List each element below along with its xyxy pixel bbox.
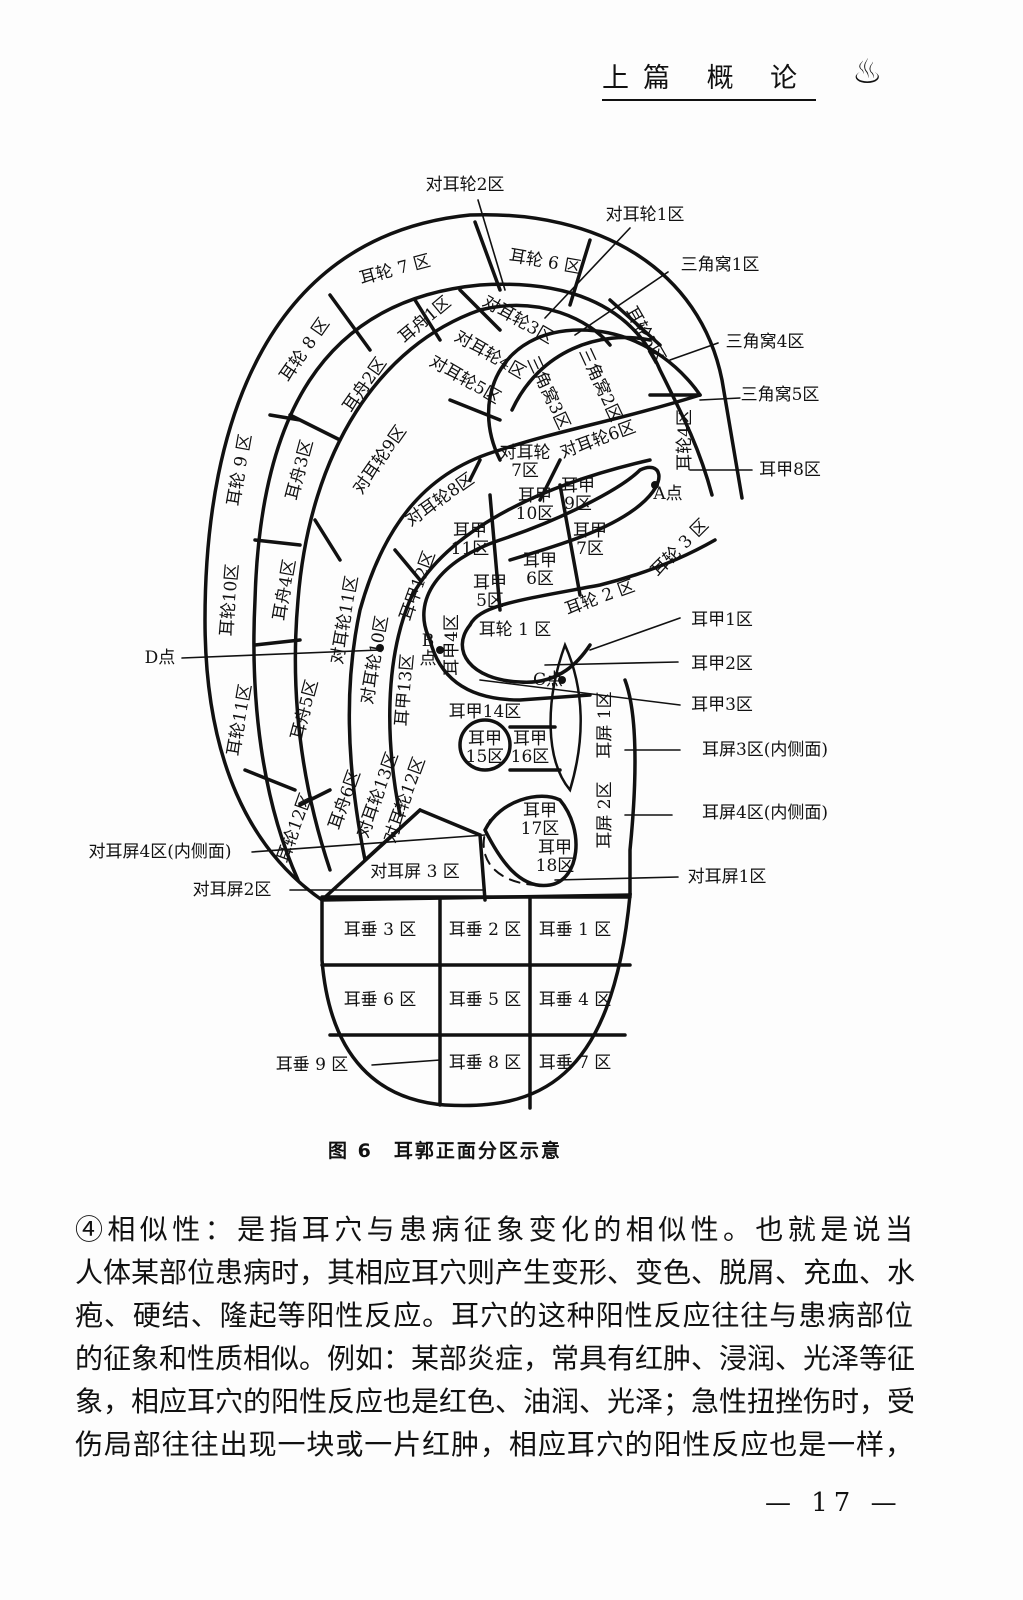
zone-label: 对耳轮 7区 — [499, 443, 551, 481]
callout-label: 对耳轮2区 — [425, 175, 505, 195]
body-line: 疱、硬结、隆起等阳性反应。耳穴的这种阳性反应往往与患病部位 — [75, 1299, 913, 1332]
figure-caption: 图 6 耳郭正面分区示意 — [328, 1140, 562, 1162]
zone-label: 耳垂 3 区 — [343, 920, 417, 940]
callout-label: 耳垂 9 区 — [275, 1055, 349, 1075]
zone-label: 耳甲 15区 — [465, 729, 505, 767]
callout-label: 耳甲1区 — [691, 610, 753, 630]
zone-label: 耳甲 9区 — [561, 476, 595, 514]
callout-label: 耳甲8区 — [759, 460, 821, 480]
zone-label: 耳甲 11区 — [450, 521, 490, 559]
zone-label: 耳垂 6 区 — [343, 990, 417, 1010]
zone-label: 耳垂 8 区 — [448, 1053, 522, 1073]
zone-label: 耳轮4区 — [675, 409, 695, 471]
callout-label: 耳屏3区(内侧面) — [701, 740, 829, 760]
callout-label: D点 — [144, 648, 176, 668]
zone-label: 耳甲4区 — [442, 614, 462, 676]
ear-outline — [203, 212, 744, 902]
antihelix-inner — [347, 393, 702, 862]
callout-label: 耳甲3区 — [691, 695, 753, 715]
zone-label: 耳甲 5区 — [473, 573, 507, 611]
hot-spring-icon: ♨ — [852, 52, 883, 92]
zone-label: 耳甲 16区 — [510, 729, 550, 767]
zone-label: 耳甲 10区 — [515, 486, 555, 524]
callout-label: 三角窝1区 — [680, 255, 760, 275]
body-line: 人体某部位患病时，其相应耳穴则产生变形、变色、脱屑、充血、水 — [75, 1256, 916, 1289]
callout-label: 对耳屏4区(内侧面) — [88, 842, 232, 862]
body-line: 伤局部往往出现一块或一片红肿，相应耳穴的阳性反应也是一样， — [75, 1428, 913, 1461]
earlobe — [320, 893, 632, 1108]
zone-label: 耳屏 1区 — [595, 691, 615, 759]
zone-label: 耳垂 2 区 — [448, 920, 522, 940]
callout-label: 三角窝5区 — [740, 385, 820, 405]
body-line: 象，相应耳穴的阳性反应也是红色、油润、光泽；急性扭挫伤时，受 — [75, 1385, 916, 1418]
running-header: 上篇 概 论 — [602, 56, 816, 101]
body-text: ④相似性：是指耳穴与患病征象变化的相似性。也就是说当 人体某部位患病时，其相应耳… — [75, 1208, 916, 1466]
zone-label: 耳轮 1 区 — [478, 620, 552, 640]
zone-label: 耳甲 18区 — [535, 838, 575, 876]
callout-label: 耳屏4区(内侧面) — [701, 803, 829, 823]
callout-label: 耳甲2区 — [691, 654, 753, 674]
helix-inner — [252, 282, 714, 882]
callout-label: 对耳屏2区 — [192, 880, 272, 900]
antihelix-outer — [293, 303, 612, 872]
callout-label: 对耳屏1区 — [687, 867, 767, 887]
body-line: 的征象和性质相似。例如：某部炎症，常具有红肿、浸润、光泽等征 — [75, 1342, 916, 1375]
zone-label: 耳垂 4 区 — [538, 990, 612, 1010]
callout-label: 三角窝4区 — [725, 332, 805, 352]
zone-label: C点 — [532, 670, 564, 690]
zone-label: 耳甲 17区 — [520, 801, 560, 839]
body-line: ④相似性：是指耳穴与患病征象变化的相似性。也就是说当 — [75, 1213, 913, 1246]
zone-label: 耳屏 2区 — [595, 781, 615, 849]
page-number: — 17 — — [765, 1488, 903, 1518]
zone-label: 耳甲 7区 — [573, 521, 607, 559]
callout-label: 对耳轮1区 — [605, 205, 685, 225]
zone-label: 耳甲14区 — [448, 702, 522, 722]
zone-label: 耳垂 5 区 — [448, 990, 522, 1010]
zone-label: B 点 — [419, 631, 437, 669]
zone-label: 对耳屏 3 区 — [370, 862, 460, 882]
zone-label: A点 — [653, 484, 683, 504]
zone-label: 耳垂 7 区 — [538, 1053, 612, 1073]
zone-label: 耳垂 1 区 — [538, 920, 612, 940]
zone-label: 耳甲 6区 — [523, 551, 557, 589]
